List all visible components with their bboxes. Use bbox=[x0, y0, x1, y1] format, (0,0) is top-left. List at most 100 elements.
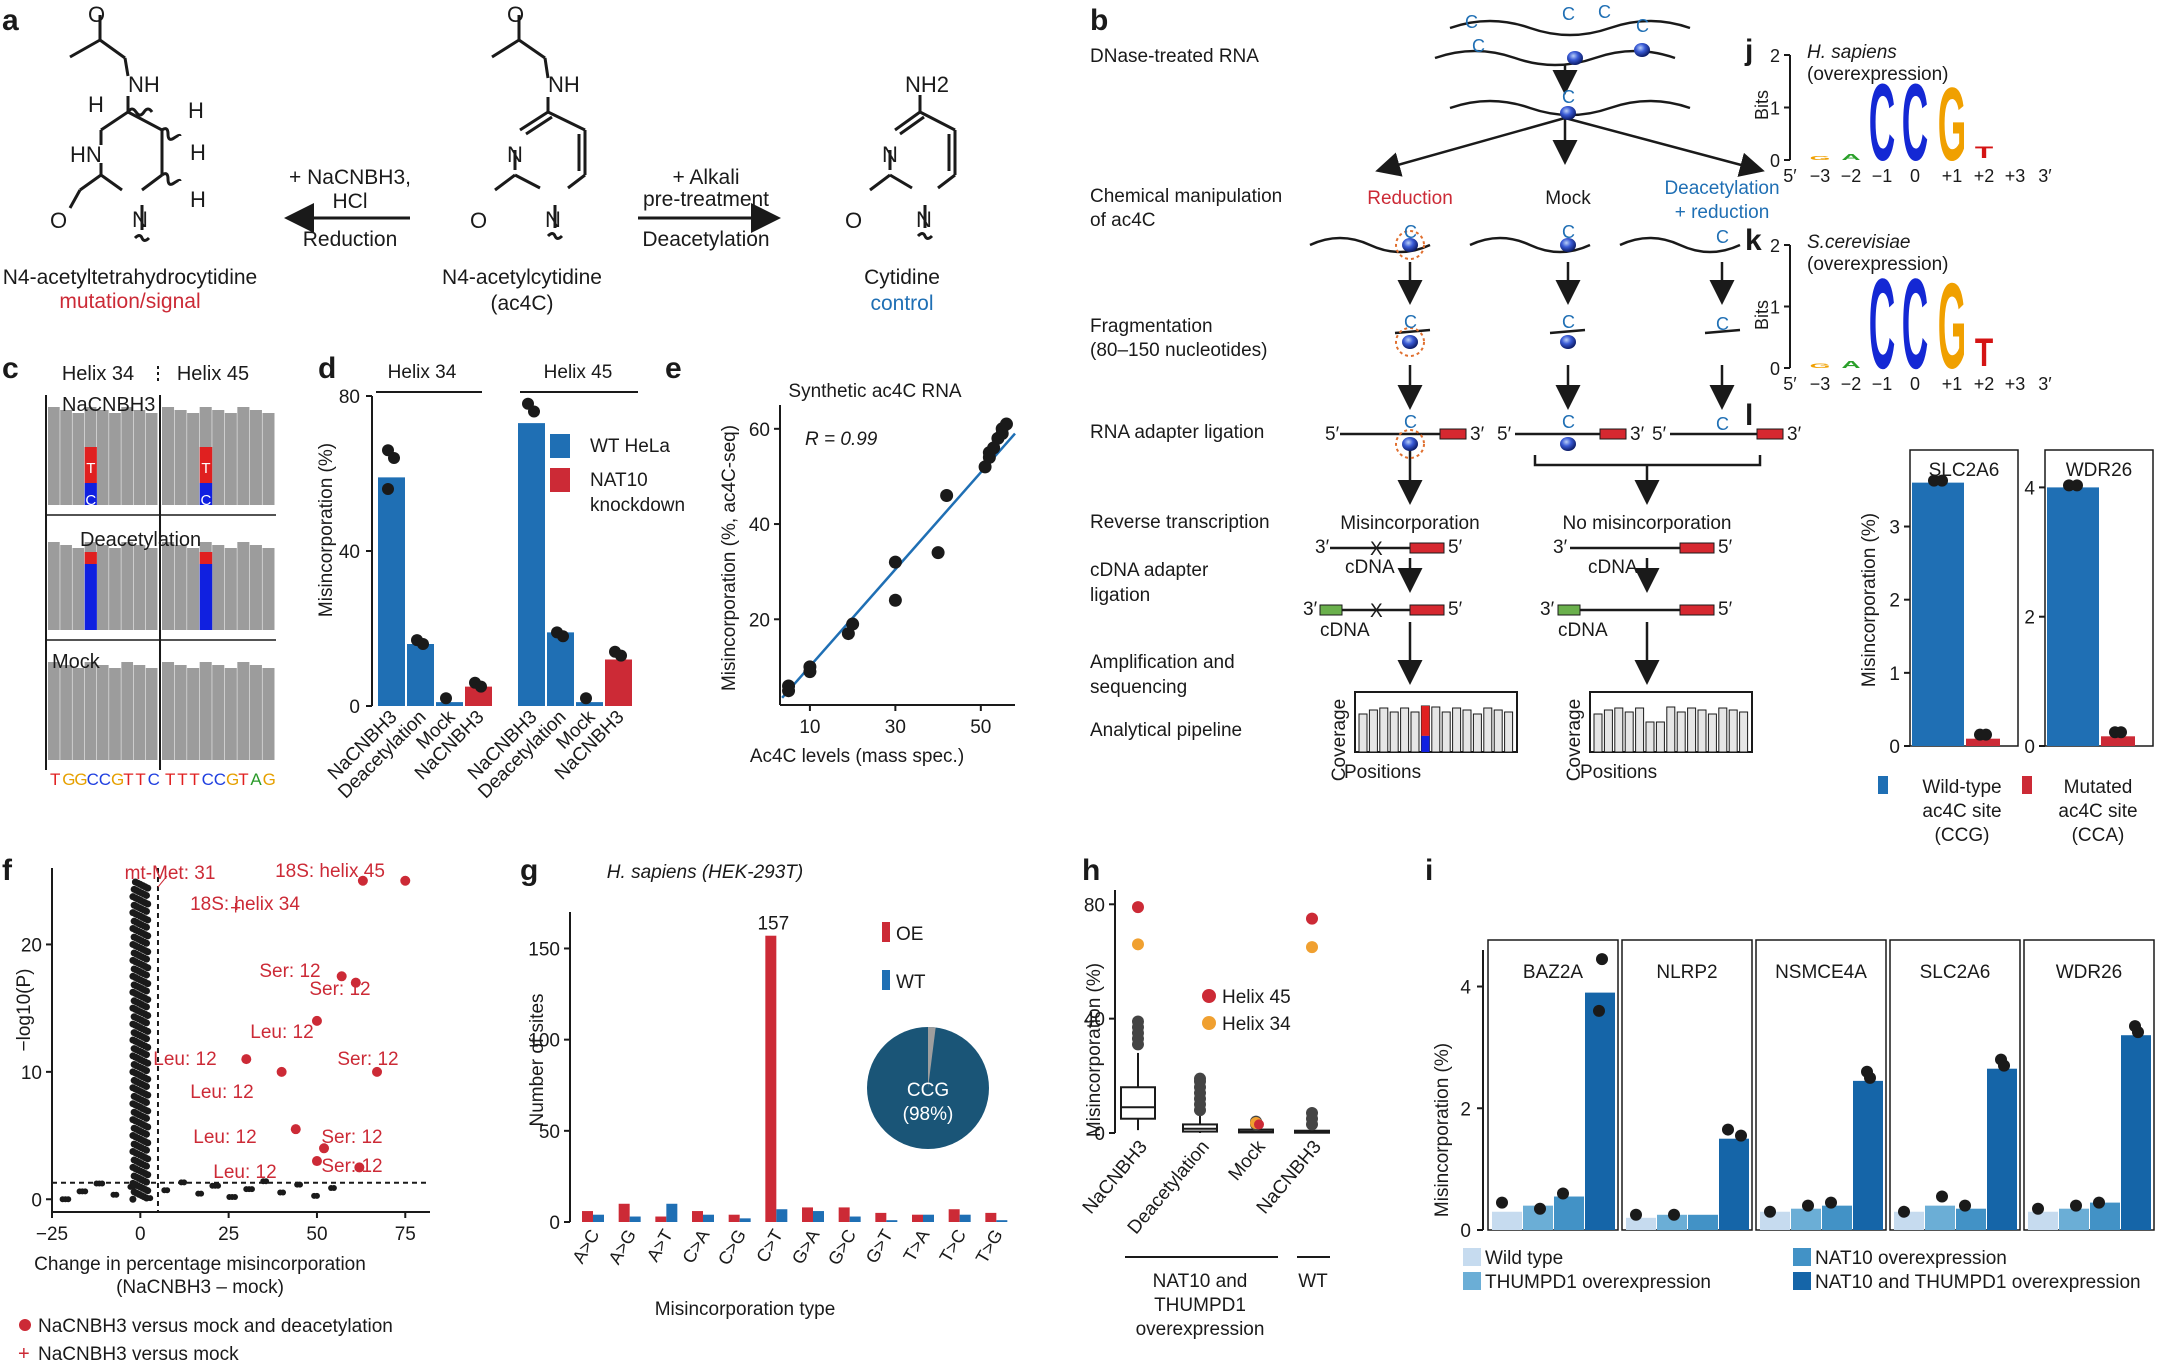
legend-wt-label: WT HeLa bbox=[590, 436, 670, 457]
g-bar-oe bbox=[802, 1207, 813, 1222]
i-legend-swatch bbox=[1793, 1272, 1811, 1290]
l-ytick: 4 bbox=[2024, 478, 2035, 499]
rna-strand-1 bbox=[1449, 19, 1691, 37]
coverage-bar bbox=[96, 665, 109, 760]
f-point bbox=[129, 1036, 137, 1044]
h-xtick: Mock bbox=[1225, 1136, 1271, 1185]
cdna-label-2: cDNA bbox=[1588, 557, 1638, 578]
nh2-label-right: NH2 bbox=[905, 72, 949, 97]
five-prime-1: 5′ bbox=[1325, 424, 1340, 445]
g-ytick: 50 bbox=[539, 1122, 560, 1143]
l-bar-mut bbox=[1966, 738, 2000, 746]
nh-label-left: NH bbox=[128, 72, 160, 97]
f-point bbox=[130, 1029, 138, 1037]
coverage-bar bbox=[72, 668, 85, 760]
i-point bbox=[1936, 1190, 1948, 1203]
coverage-bar bbox=[1697, 709, 1707, 753]
coverage-bar bbox=[60, 545, 72, 630]
n-label-mid-2: N bbox=[545, 207, 561, 232]
f-point bbox=[113, 1191, 120, 1198]
f-point bbox=[130, 997, 138, 1005]
pie-other-slice bbox=[928, 1027, 936, 1088]
logo-xtick: −2 bbox=[1841, 166, 1862, 186]
coverage-bar bbox=[133, 545, 146, 630]
f-point bbox=[129, 1163, 137, 1171]
e-xtick: 10 bbox=[799, 717, 820, 738]
f-point bbox=[164, 1187, 171, 1194]
d-ytick: 0 bbox=[349, 697, 360, 718]
nucleotide: T bbox=[165, 770, 175, 789]
i-bar bbox=[1688, 1214, 1718, 1230]
f-point bbox=[129, 925, 137, 933]
h-ylabel: Misincorporation (%) bbox=[1084, 963, 1105, 1137]
f-xtick: 0 bbox=[135, 1224, 146, 1245]
f-point bbox=[129, 1004, 137, 1012]
e-xtick: 50 bbox=[970, 717, 991, 738]
logo-xtick: −1 bbox=[1872, 374, 1893, 394]
f-point bbox=[129, 940, 137, 948]
d-point bbox=[557, 630, 569, 643]
g-xtick: C>A bbox=[678, 1226, 713, 1267]
nh-label-mid: NH bbox=[548, 72, 580, 97]
g-xtick: G>T bbox=[862, 1226, 897, 1267]
i-point bbox=[1995, 1053, 2007, 1066]
coverage-bar bbox=[187, 413, 200, 505]
coverage-bar bbox=[187, 548, 200, 630]
i-bar bbox=[1626, 1217, 1656, 1230]
f-point bbox=[130, 1183, 137, 1190]
i-legend-label: THUMPD1 overexpression bbox=[1485, 1272, 1711, 1293]
l-ytick: 0 bbox=[1889, 737, 1900, 758]
e-point bbox=[940, 488, 954, 502]
g-bar-wt bbox=[923, 1214, 934, 1222]
i-facet-label: NSMCE4A bbox=[1775, 962, 1867, 983]
coverage-bar bbox=[1493, 709, 1503, 753]
d-bar bbox=[518, 423, 545, 706]
panel-a-text: O O NH NH NH2 H H H H HN N N O O O N N N… bbox=[3, 2, 949, 315]
g-bar-oe bbox=[912, 1214, 923, 1222]
e-annotation: R = 0.99 bbox=[805, 429, 878, 450]
d-bar bbox=[465, 686, 492, 706]
c-mark-6: C bbox=[1562, 87, 1575, 107]
coverage-bar bbox=[212, 410, 225, 505]
branch-mock: Mock bbox=[1545, 188, 1591, 209]
coverage-bar bbox=[84, 662, 97, 760]
coverage-bar bbox=[1687, 707, 1697, 753]
i-bar bbox=[1554, 1196, 1584, 1230]
pie-value: (98%) bbox=[903, 1104, 954, 1125]
f-point bbox=[263, 1178, 270, 1185]
l-point bbox=[2071, 479, 2083, 492]
g-ylabel: Number of sites bbox=[527, 993, 548, 1126]
d-point bbox=[388, 452, 400, 464]
g-bar-wt bbox=[703, 1214, 714, 1222]
coverage-bar bbox=[1441, 711, 1451, 753]
g-bar-oe bbox=[582, 1211, 593, 1222]
i-ylabel: Misincorporation (%) bbox=[1432, 1043, 1453, 1217]
nucleotide: C bbox=[148, 770, 160, 789]
f-sig-point bbox=[319, 1143, 330, 1154]
f-point bbox=[129, 1195, 137, 1203]
c-fraction-bar bbox=[199, 483, 213, 505]
l-legend-mut-3: (CCA) bbox=[2072, 825, 2125, 846]
g-xtick: T>G bbox=[972, 1226, 1007, 1267]
i-point bbox=[2070, 1199, 2082, 1212]
coverage-bar bbox=[1666, 706, 1676, 753]
coverage-bar bbox=[1676, 711, 1686, 753]
logo-ytick: 2 bbox=[1770, 46, 1780, 66]
cytidine-caption: Cytidine bbox=[864, 266, 940, 289]
ac4c-marks bbox=[1395, 43, 1650, 459]
coverage-bar bbox=[262, 548, 275, 630]
i-legend-swatch bbox=[1793, 1248, 1811, 1266]
coverage-label-1: Coverage bbox=[1329, 699, 1350, 781]
coverage-bar bbox=[262, 413, 275, 505]
coverage-bar bbox=[109, 548, 121, 630]
f-point bbox=[130, 981, 138, 989]
row-deacetylation: Deacetylation bbox=[80, 529, 201, 551]
deacetylation-reagent-1: + Alkali bbox=[672, 166, 739, 189]
coverage-bar bbox=[1635, 707, 1645, 753]
coverage-bar bbox=[1645, 721, 1655, 753]
i-bar bbox=[1719, 1138, 1749, 1230]
o-label-right-2: O bbox=[845, 208, 862, 233]
l-bar-wt bbox=[2047, 487, 2099, 746]
nucleotide: G bbox=[226, 770, 239, 789]
d-point bbox=[475, 680, 487, 693]
